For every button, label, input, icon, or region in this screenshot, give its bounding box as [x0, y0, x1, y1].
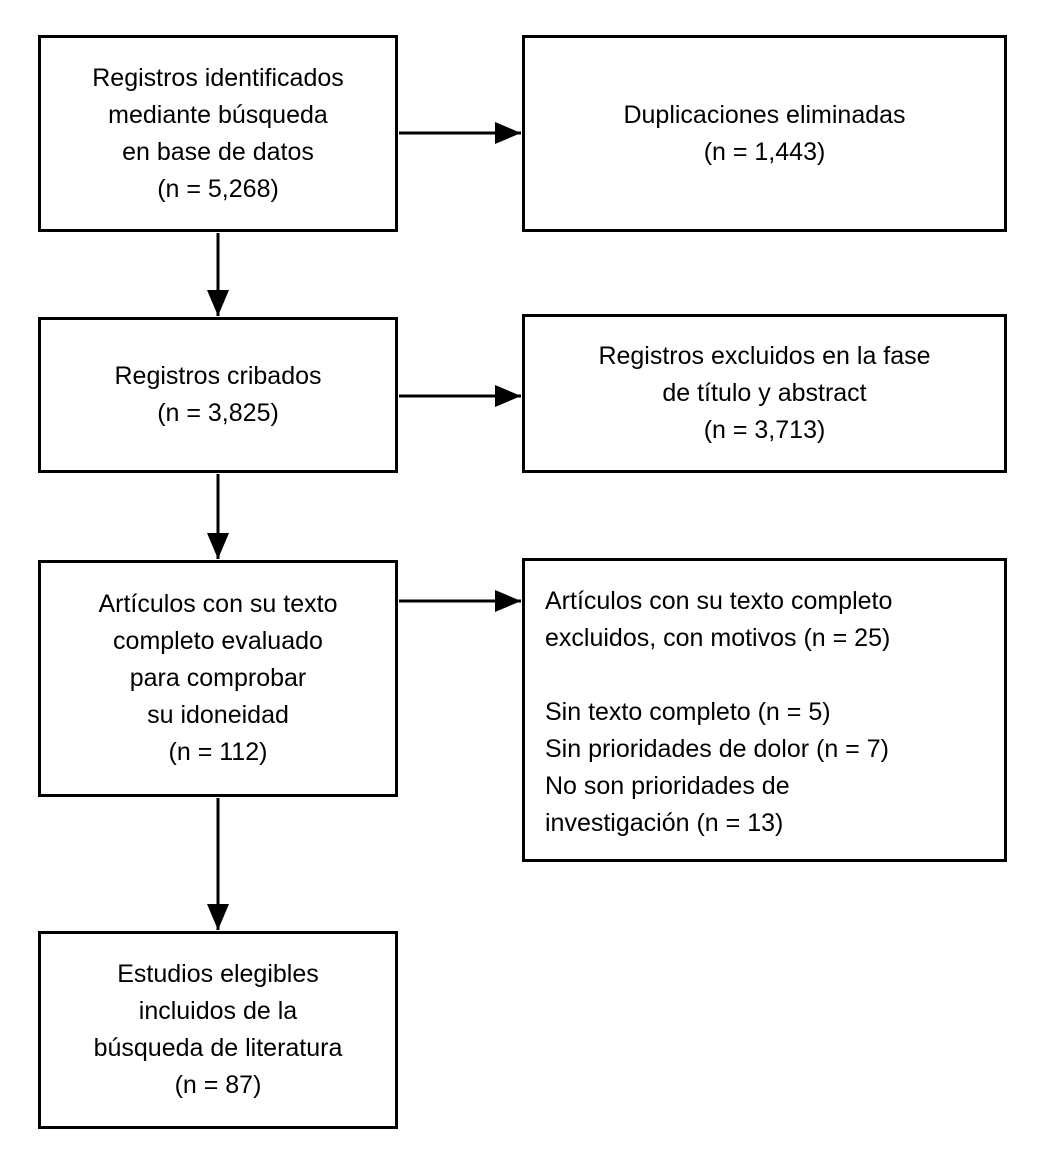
box-duplicates-removed: Duplicaciones eliminadas (n = 1,443)	[522, 35, 1007, 232]
box-records-excluded-title-abstract: Registros excluidos en la fase de título…	[522, 314, 1007, 473]
box-fulltext-excluded-text: Artículos con su texto completo excluido…	[545, 587, 893, 837]
box-fulltext-assessed: Artículos con su texto completo evaluado…	[38, 560, 398, 797]
box-fulltext-assessed-text: Artículos con su texto completo evaluado…	[98, 590, 338, 766]
box-studies-included-text: Estudios elegibles incluidos de la búsqu…	[93, 960, 343, 1099]
box-duplicates-removed-text: Duplicaciones eliminadas (n = 1,443)	[623, 100, 906, 166]
box-records-excluded-title-abstract-text: Registros excluidos en la fase de título…	[598, 342, 931, 444]
box-records-screened: Registros cribados (n = 3,825)	[38, 317, 398, 473]
box-fulltext-excluded: Artículos con su texto completo excluido…	[522, 558, 1007, 862]
box-records-screened-text: Registros cribados (n = 3,825)	[114, 362, 322, 427]
box-studies-included: Estudios elegibles incluidos de la búsqu…	[38, 931, 398, 1129]
box-records-identified: Registros identificados mediante búsqued…	[38, 35, 398, 232]
box-records-identified-text: Registros identificados mediante búsqued…	[92, 63, 344, 203]
